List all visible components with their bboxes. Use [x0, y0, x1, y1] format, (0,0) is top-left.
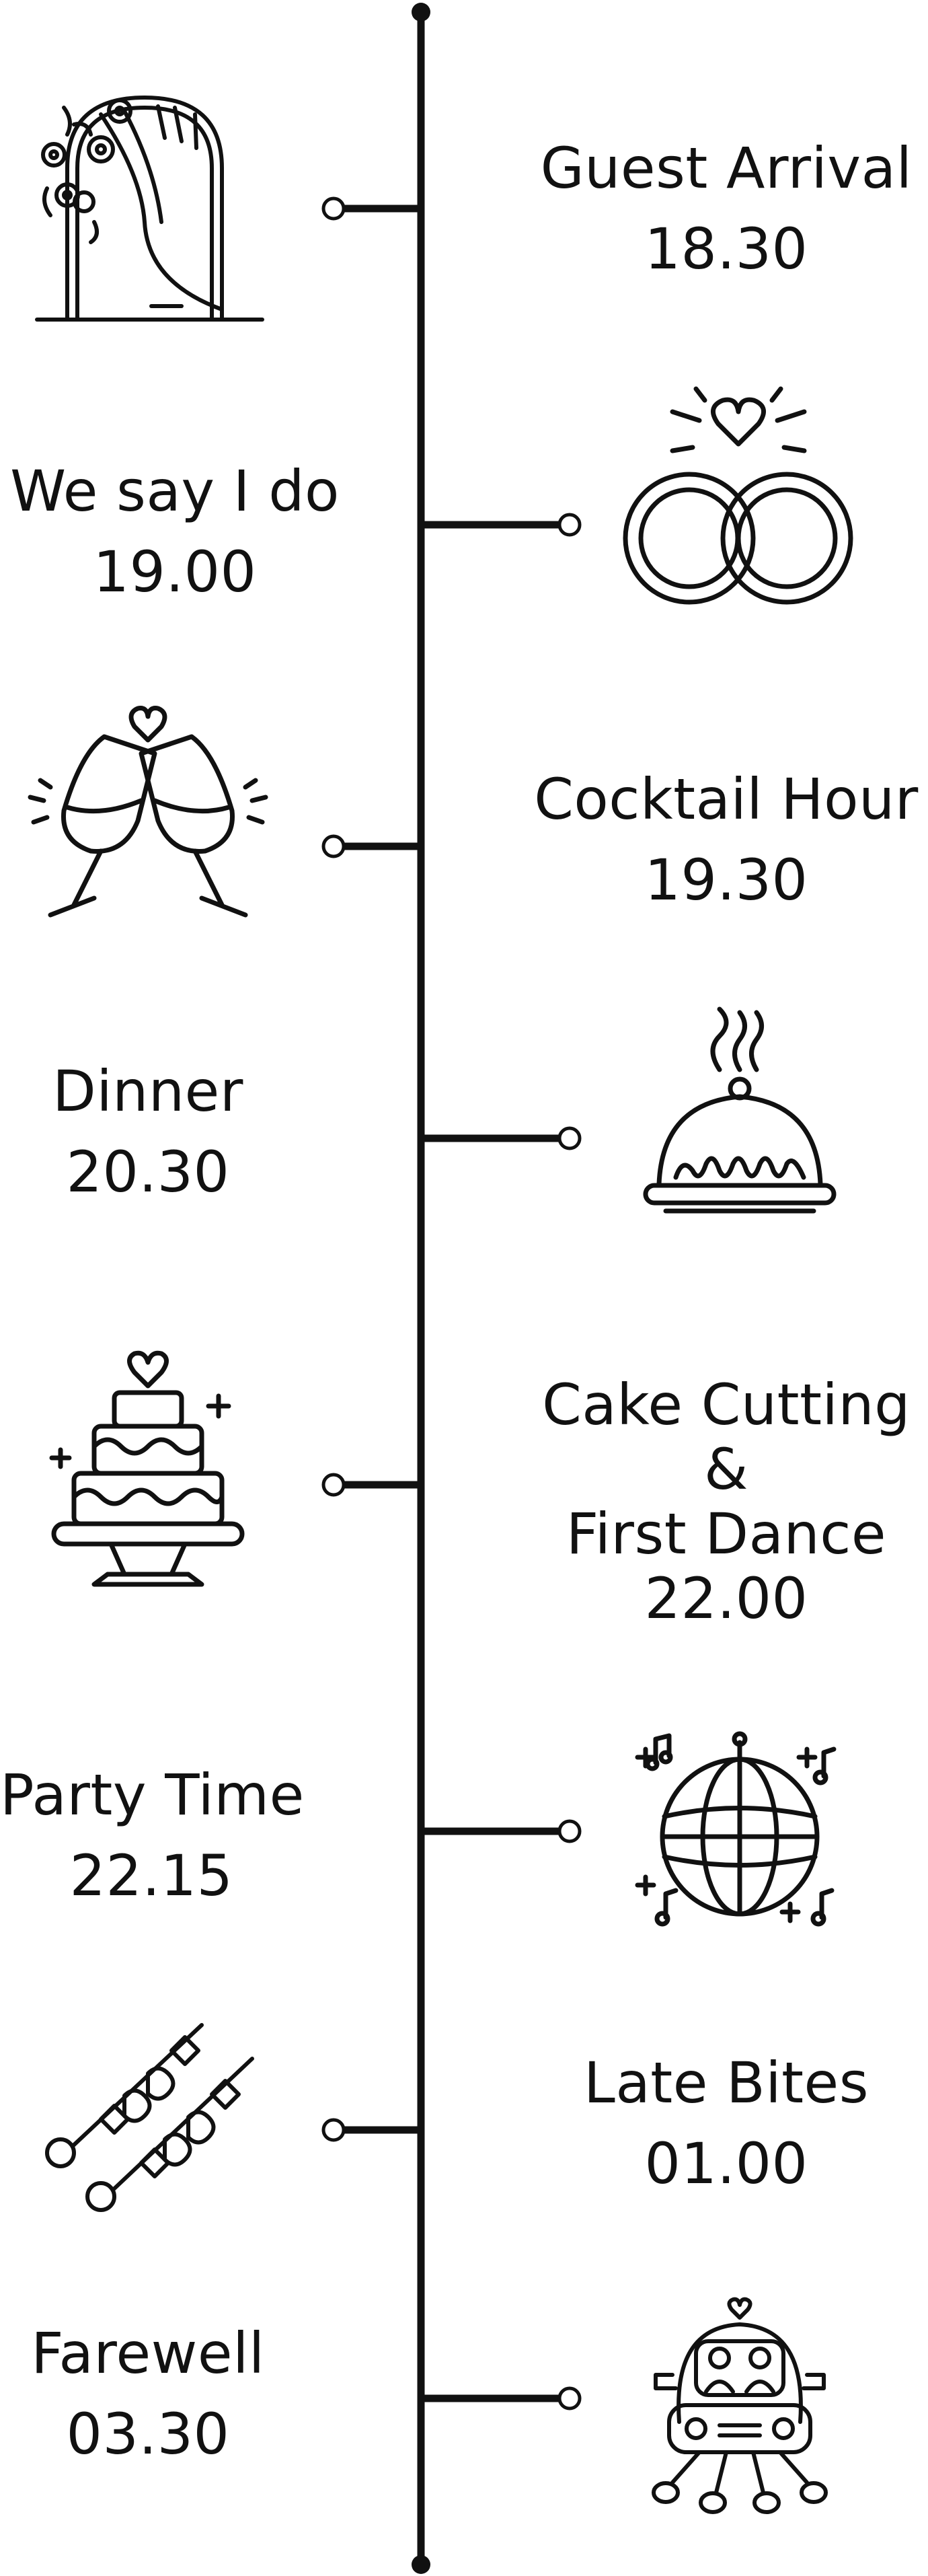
event-late-bites: Late Bites 01.00: [551, 2043, 901, 2204]
connector-1: [321, 196, 421, 221]
event-time: 19.30: [644, 847, 808, 913]
wedding-cake-icon: [49, 1350, 245, 1587]
event-title: Farewell: [31, 2320, 265, 2386]
connector-2: [421, 513, 582, 537]
connector-8: [421, 2386, 582, 2411]
event-title: Dinner: [52, 1058, 243, 1124]
event-title: Party Time: [0, 1762, 305, 1828]
event-title: Guest Arrival: [540, 135, 913, 201]
wedding-rings-icon: [623, 386, 853, 605]
event-cocktail-hour: Cocktail Hour 19.30: [525, 759, 928, 920]
event-title: We say I do: [10, 458, 340, 524]
serving-cloche-icon: [643, 1006, 837, 1214]
skewers-icon: [45, 2023, 254, 2212]
event-time: 22.15: [69, 1843, 233, 1909]
event-time: 01.00: [644, 2131, 808, 2197]
floral-arch-icon: [35, 96, 264, 322]
event-time: 20.30: [66, 1139, 230, 1205]
event-title: Cocktail Hour: [534, 766, 919, 832]
event-dinner: Dinner 20.30: [0, 1051, 296, 1212]
event-title-line-3: First Dance: [566, 1501, 887, 1567]
timeline-spine: [412, 3, 430, 2574]
event-time: 03.30: [66, 2401, 230, 2467]
connector-3: [321, 834, 421, 858]
just-married-car-icon: [652, 2297, 828, 2514]
event-farewell: Farewell 03.30: [0, 2313, 296, 2474]
event-title-line-1: Cake Cutting: [542, 1372, 911, 1438]
event-party-time: Party Time 22.15: [0, 1755, 305, 1916]
event-title-line-2: &: [703, 1436, 748, 1502]
event-time: 19.00: [93, 539, 257, 605]
disco-ball-icon: [635, 1731, 837, 1927]
champagne-toast-icon: [28, 706, 268, 918]
connector-5: [321, 1473, 421, 1497]
connector-7: [321, 2118, 421, 2142]
connector-4: [421, 1126, 582, 1150]
event-time: 18.30: [644, 216, 808, 282]
event-time: 22.00: [644, 1566, 808, 1631]
event-we-say-i-do: We say I do 19.00: [0, 451, 350, 612]
event-title: Late Bites: [584, 2050, 869, 2116]
connector-6: [421, 1819, 582, 1843]
event-guest-arrival: Guest Arrival 18.30: [538, 128, 915, 289]
event-cake-cutting-first-dance: Cake Cutting & First Dance 22.00: [531, 1372, 921, 1631]
